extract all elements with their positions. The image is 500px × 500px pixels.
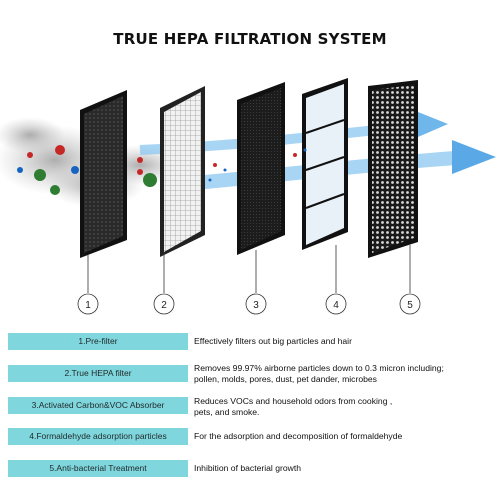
description-line: Effectively filters out big particles an… xyxy=(194,336,352,346)
filtration-illustration: 1 2 3 4 5 xyxy=(0,78,496,315)
description-line: Reduces VOCs and household odors from co… xyxy=(194,396,393,406)
filter-number-1: 1 xyxy=(85,300,91,311)
filter-label-2: 2.True HEPA filter xyxy=(8,365,188,382)
number-markers: 1 2 3 4 5 xyxy=(77,293,421,315)
particle-icon xyxy=(137,148,307,182)
filter-label-5: 5.Anti-bacterial Treatment xyxy=(8,460,188,477)
filter-5-panel xyxy=(368,80,418,258)
description-line: pollen, molds, pores, dust, pet dander, … xyxy=(194,374,377,384)
filter-number-5: 5 xyxy=(407,300,413,311)
filter-description-2: Removes 99.97% airborne particles down t… xyxy=(194,363,494,385)
filter-2-panel xyxy=(160,86,205,257)
filter-description-4: For the adsorption and decomposition of … xyxy=(194,431,494,442)
filter-description-3: Reduces VOCs and household odors from co… xyxy=(194,396,494,418)
filter-1-panel xyxy=(80,90,127,258)
filter-number-2: 2 xyxy=(161,300,167,311)
filter-4-panel xyxy=(302,78,348,250)
filter-label-4: 4.Formaldehyde adsorption particles xyxy=(8,428,188,445)
filter-label-1: 1.Pre-filter xyxy=(8,333,188,350)
arrow-icon xyxy=(418,112,448,137)
filter-3-panel xyxy=(237,82,285,255)
description-line: pets, and smoke. xyxy=(194,407,260,417)
filter-number-3: 3 xyxy=(253,300,259,311)
filter-number-4: 4 xyxy=(333,300,339,311)
arrow-icon xyxy=(452,140,496,174)
description-line: For the adsorption and decomposition of … xyxy=(194,431,403,441)
page-title: TRUE HEPA FILTRATION SYSTEM xyxy=(113,30,387,48)
callout-lines xyxy=(87,245,411,293)
description-line: Removes 99.97% airborne particles down t… xyxy=(194,363,444,373)
filter-label-3: 3.Activated Carbon&VOC Absorber xyxy=(8,397,188,414)
filter-description-1: Effectively filters out big particles an… xyxy=(194,336,494,347)
description-line: Inhibition of bacterial growth xyxy=(194,463,302,473)
filter-description-5: Inhibition of bacterial growth xyxy=(194,463,494,474)
